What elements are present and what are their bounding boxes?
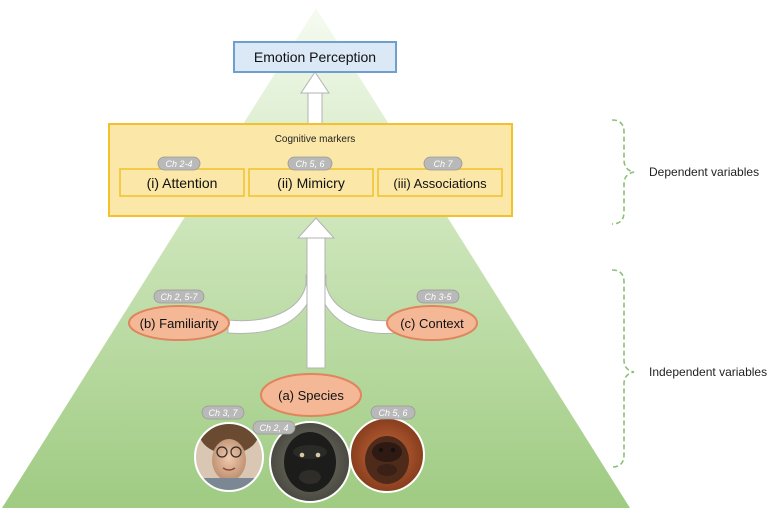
orangutan-chapter-label: Ch 5, 6 xyxy=(378,408,407,418)
attention-label: (i) Attention xyxy=(147,175,218,191)
context-chapter-label: Ch 3-5 xyxy=(424,292,452,302)
bonobo-photo: Ch 2, 4 xyxy=(252,420,351,503)
emotion-perception-label: Emotion Perception xyxy=(254,49,376,65)
familiarity-chapter-label: Ch 2, 5-7 xyxy=(160,292,198,302)
cognitive-markers-box: Cognitive markers (i) Attention Ch 2-4 (… xyxy=(108,123,513,217)
orangutan-photo: Ch 5, 6 xyxy=(349,405,425,493)
associations-chapter-tag xyxy=(423,156,463,171)
associations-chapter-label: Ch 7 xyxy=(433,159,453,169)
mimicry-chapter-label: Ch 5, 6 xyxy=(295,159,324,169)
human-chapter-tag xyxy=(201,405,245,420)
human-photo: Ch 3, 7 xyxy=(194,405,264,492)
mimicry-label: (ii) Mimicry xyxy=(277,175,345,191)
cognitive-markers-title: Cognitive markers xyxy=(275,134,356,145)
attention-box xyxy=(119,168,245,197)
bonobo-chapter-label: Ch 2, 4 xyxy=(259,423,288,433)
mimicry-box xyxy=(248,168,374,197)
independent-brace xyxy=(611,269,635,468)
attention-chapter-tag xyxy=(157,156,201,171)
species-node: (a) Species xyxy=(260,373,362,417)
associations-box xyxy=(377,168,503,197)
context-label: (c) Context xyxy=(400,316,464,331)
context-node: (c) Context Ch 3-5 xyxy=(386,289,478,341)
species-label: (a) Species xyxy=(278,388,344,403)
context-chapter-tag xyxy=(416,289,460,304)
merging-arrows xyxy=(227,217,399,369)
familiarity-node: (b) Familiarity Ch 2, 5-7 xyxy=(128,289,230,341)
attention-chapter-label: Ch 2-4 xyxy=(165,159,192,169)
dependent-variables-label: Dependent variables xyxy=(649,165,759,179)
associations-label: (iii) Associations xyxy=(393,176,487,191)
mimicry-chapter-tag xyxy=(287,156,333,171)
familiarity-label: (b) Familiarity xyxy=(140,316,219,331)
orangutan-chapter-tag xyxy=(370,405,416,420)
human-chapter-label: Ch 3, 7 xyxy=(208,408,238,418)
arrow-up-top xyxy=(300,71,330,127)
independent-variables-label: Independent variables xyxy=(649,365,767,379)
bonobo-chapter-tag xyxy=(252,420,296,435)
emotion-perception-box: Emotion Perception xyxy=(233,41,397,73)
dependent-brace xyxy=(611,119,635,225)
familiarity-chapter-tag xyxy=(153,289,205,304)
